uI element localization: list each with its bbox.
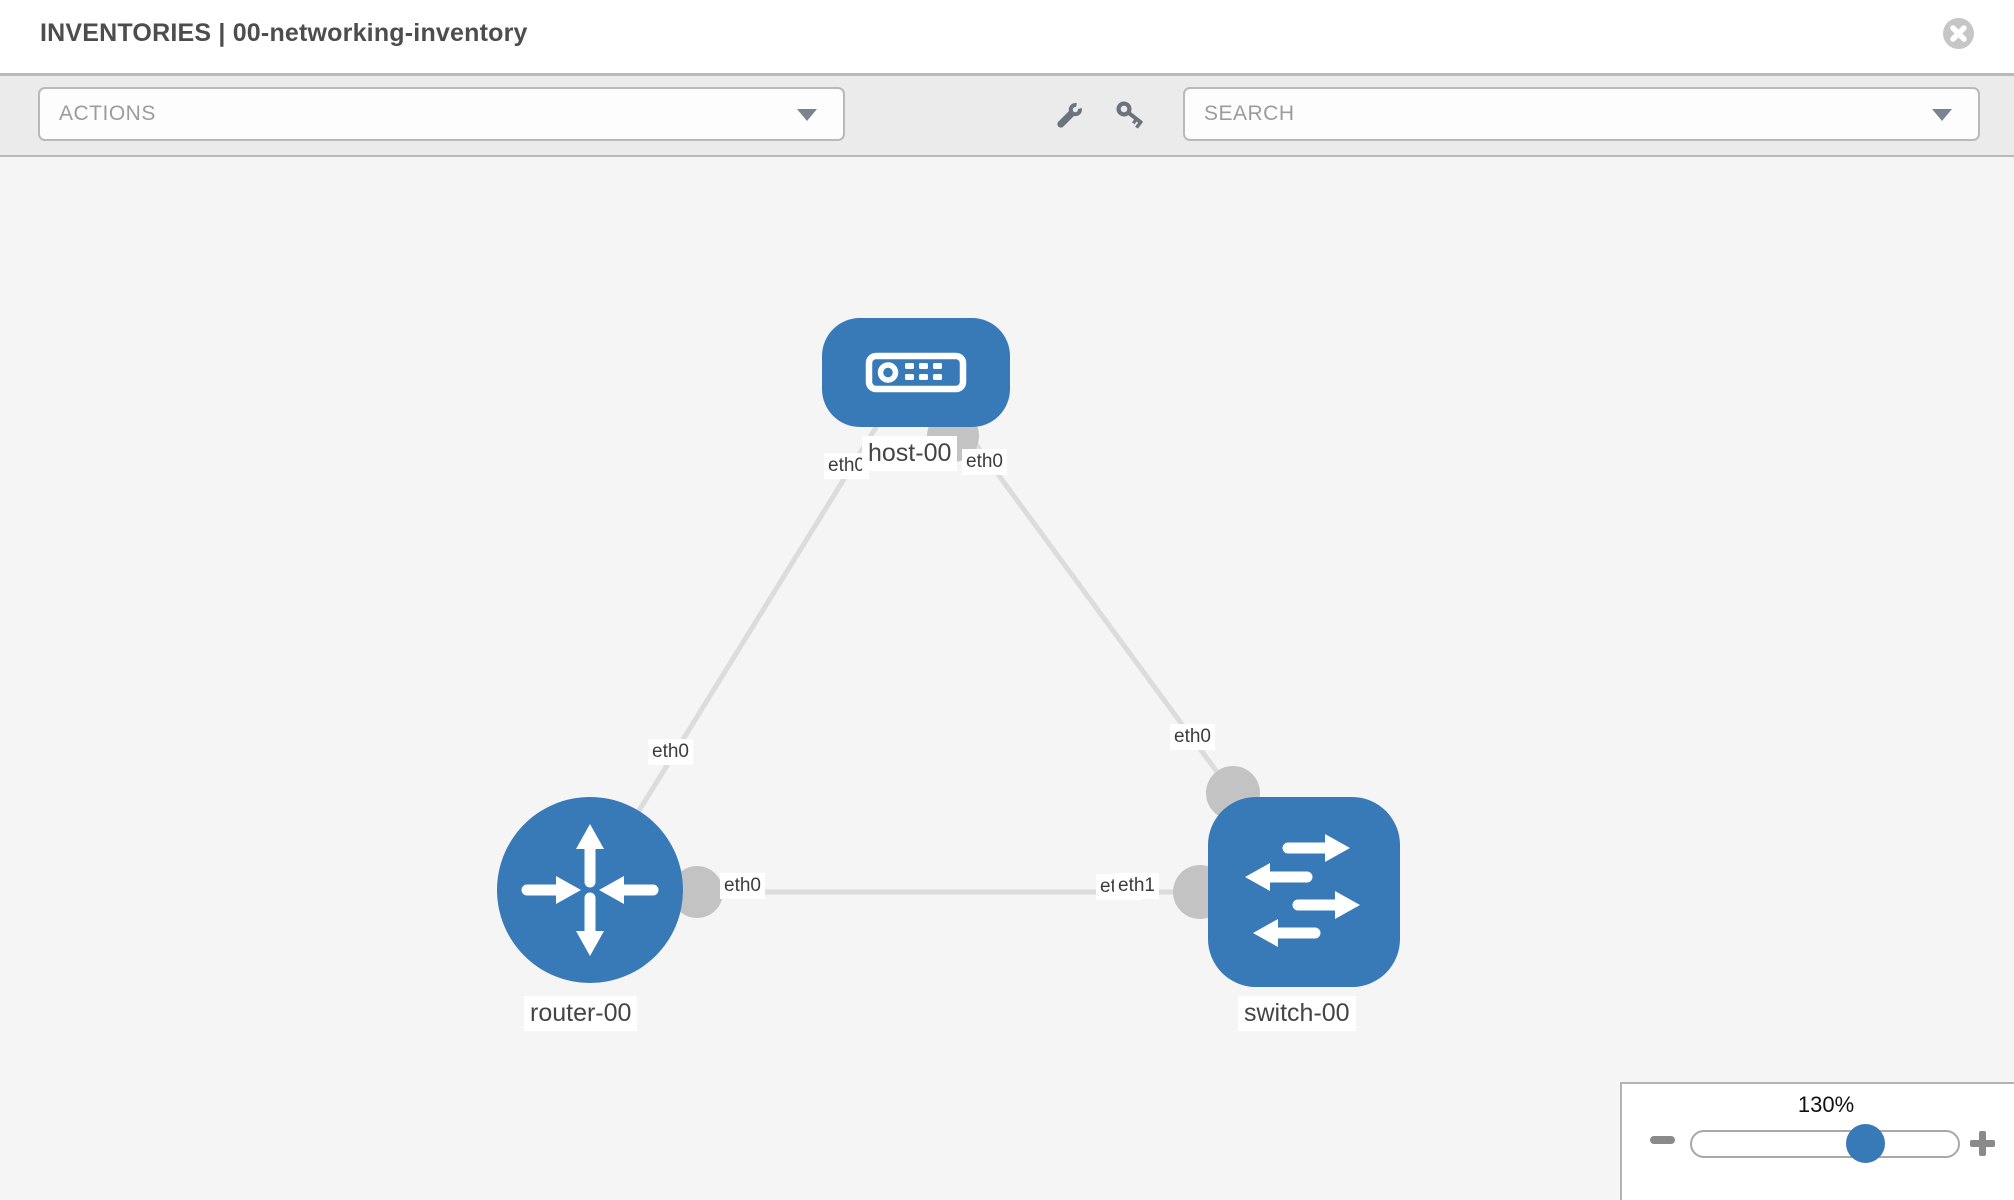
search-dropdown-label: SEARCH [1204,102,1295,125]
chevron-down-icon [1932,109,1952,121]
search-dropdown[interactable]: SEARCH [1183,87,1980,141]
port-router-right [671,866,723,918]
node-switch-00[interactable] [1208,797,1400,987]
host-icon [865,352,967,393]
chevron-down-icon [797,109,817,121]
wrench-icon [1057,99,1086,128]
interface-label: eth1 [1114,873,1159,899]
zoom-slider-thumb[interactable] [1846,1124,1885,1163]
node-host-00[interactable] [822,318,1010,427]
close-button[interactable] [1943,18,1974,49]
actions-dropdown[interactable]: ACTIONS [38,87,845,141]
toolbar: ACTIONS [0,76,2014,157]
node-label-switch: switch-00 [1238,996,1356,1031]
credentials-button[interactable] [1114,98,1154,141]
node-router-00[interactable] [497,797,683,983]
links [587,418,1304,895]
zoom-control-panel: 130% [1620,1082,2014,1200]
node-label-router: router-00 [524,996,638,1031]
actions-dropdown-label: ACTIONS [59,102,156,125]
configure-button[interactable] [1051,98,1087,139]
interface-label: eth0 [824,453,869,479]
header: INVENTORIES | 00-networking-inventory [0,0,2014,76]
topology-canvas[interactable] [0,157,2014,1200]
interface-label: eth0 [648,739,693,765]
link-host-switch [955,418,1248,812]
zoom-slider-track[interactable] [1690,1130,1960,1158]
interface-ports [671,410,1260,919]
close-icon [1950,25,1967,42]
switch-icon [1245,834,1360,947]
zoom-out-button[interactable] [1650,1136,1675,1144]
interface-label: eth0 [962,449,1007,475]
router-icon [521,824,659,956]
interface-label: eth0 [1170,724,1215,750]
zoom-in-button[interactable] [1970,1131,1995,1156]
interface-label: eth0 [720,873,765,899]
page-title: INVENTORIES | 00-networking-inventory [40,19,528,47]
node-label-host: host-00 [862,436,958,471]
key-icon [1116,101,1143,129]
zoom-level-value: 130% [1797,1092,1855,1117]
